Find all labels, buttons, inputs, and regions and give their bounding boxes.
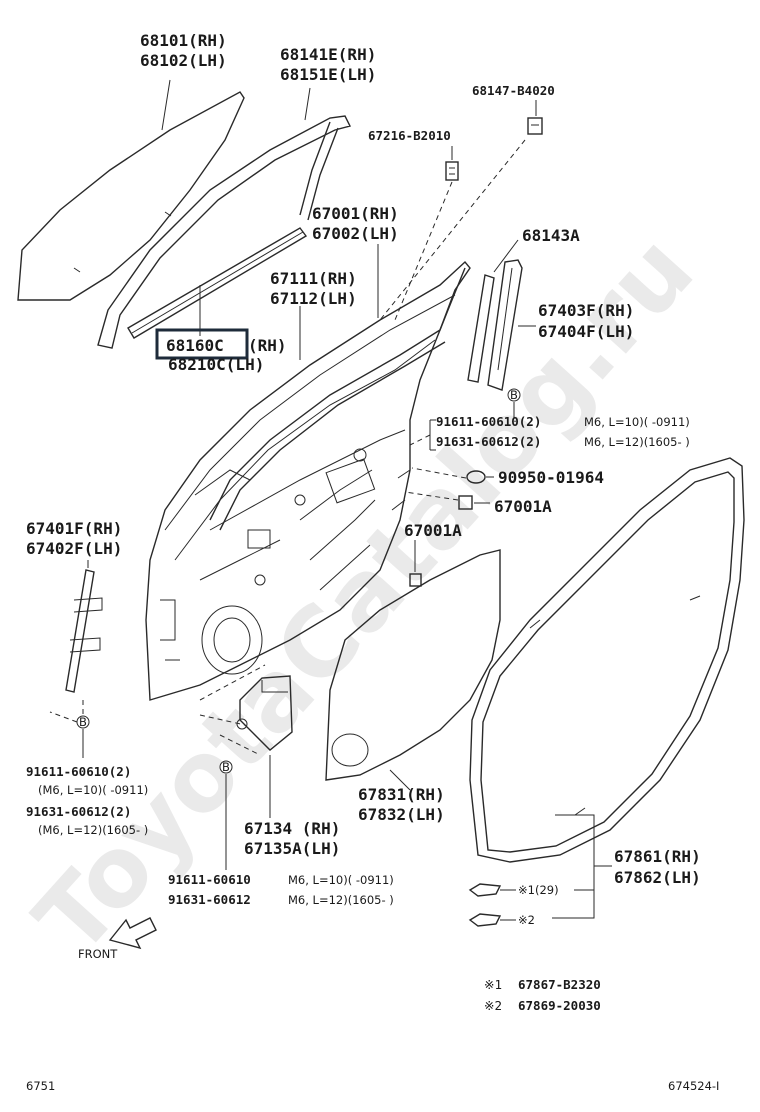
label-91611-right: 91611-60610(2) [436,414,541,429]
label-67001a-2: 67001A [404,521,462,540]
label-91611-left-spec: (M6, L=10)( -0911) [38,783,148,797]
label-67404f: 67404F(LH) [538,322,634,341]
belt-weatherstrip [127,227,308,339]
label-67401f: 67401F(RH) [26,519,122,538]
weatherstrip-clip-1 [468,883,502,897]
label-68101: 68101(RH) [140,31,227,50]
label-67111: 67111(RH) [270,269,357,288]
note-2-mark: ※2 [484,998,502,1013]
label-67216: 67216-B2010 [368,128,451,143]
label-91631-left-spec: (M6, L=12)(1605- ) [38,823,148,837]
front-arrow-icon [108,917,157,950]
label-91611-bottom: 91611-60610 [168,872,251,887]
label-90950: 90950-01964 [498,468,604,487]
label-67002: 67002(LH) [312,224,399,243]
glass-run-channel [97,115,352,349]
label-91631-bottom: 91631-60612 [168,892,251,907]
label-91611-bottom-spec: M6, L=10)( -0911) [288,873,394,887]
label-67862: 67862(LH) [614,868,701,887]
label-clip1: ※1(29) [518,883,559,897]
door-weatherstrip [469,457,745,863]
label-68102: 68102(LH) [140,51,227,70]
page-code-left: 6751 [26,1079,55,1093]
label-67832: 67832(LH) [358,805,445,824]
front-label: FRONT [78,947,118,961]
ref-circle-b-label-3: B [222,760,230,774]
label-67403f: 67403F(RH) [538,301,634,320]
clip-67001a-2 [409,573,422,587]
ref-circle-b-label: B [510,388,518,402]
clip-67216 [445,161,459,181]
door-glass [17,91,245,301]
label-68151e: 68151E(LH) [280,65,376,84]
label-68141e: 68141E(RH) [280,45,376,64]
weatherstrip-clip-2 [468,913,502,927]
rear-run-channel [467,274,495,383]
ref-circle-b [507,388,521,402]
label-67861: 67861(RH) [614,847,701,866]
label-67402f: 67402F(LH) [26,539,122,558]
label-91631-right: 91631-60612(2) [436,434,541,449]
label-91631-left: 91631-60612(2) [26,804,131,819]
note-1-mark: ※1 [484,977,502,992]
label-91611-right-spec: M6, L=10)( -0911) [584,415,690,429]
ref-circle-b-label-2: B [79,715,87,729]
label-68143a: 68143A [522,226,580,245]
label-67134: 67134 (RH) [244,819,340,838]
label-67112: 67112(LH) [270,289,357,308]
label-68160c-suffix: (RH) [248,336,287,355]
label-clip2: ※2 [518,913,535,927]
label-91611-left: 91611-60610(2) [26,764,131,779]
label-67135a: 67135A(LH) [244,839,340,858]
door-panel [145,260,471,701]
label-68147: 68147-B4020 [472,83,555,98]
label-68210c: 68210C(LH) [168,355,264,374]
label-91631-right-spec: M6, L=12)(1605- ) [584,435,690,449]
page-code-right: 674524-I [668,1079,719,1093]
label-67001: 67001(RH) [312,204,399,223]
clip-67001a [458,495,473,510]
lower-frame [65,569,103,693]
hole-plug [466,470,486,484]
door-lock-assembly [236,675,293,751]
service-hole-cover [325,549,501,781]
note-1-part: 67867-B2320 [518,977,601,992]
label-91631-bottom-spec: M6, L=12)(1605- ) [288,893,394,907]
label-67001a-1: 67001A [494,497,552,516]
division-bar [487,259,523,391]
label-67831: 67831(RH) [358,785,445,804]
highlight-box[interactable] [155,328,249,360]
note-2-part: 67869-20030 [518,998,601,1013]
clip-68147 [527,117,543,135]
label-68160c[interactable]: 68160C [166,336,224,355]
